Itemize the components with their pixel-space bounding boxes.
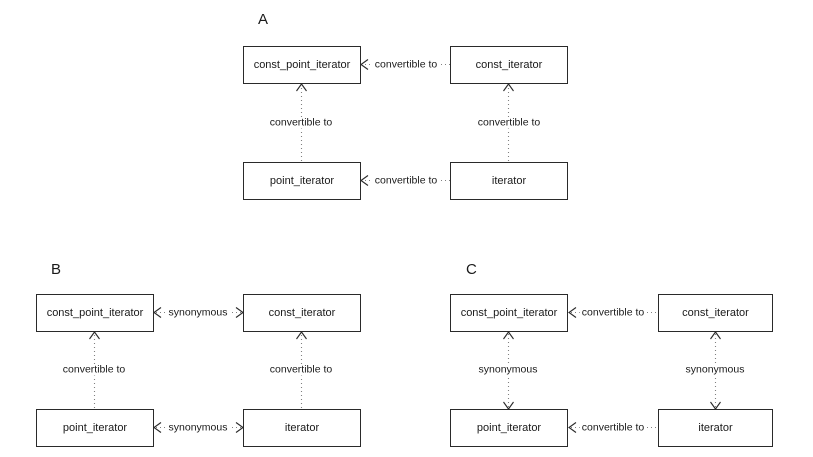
node-label: point_iterator: [476, 422, 542, 434]
node-label: const_point_iterator: [253, 59, 351, 71]
node-label: const_point_iterator: [460, 307, 558, 319]
node-a-iterator[interactable]: iterator: [450, 162, 568, 200]
node-b-iterator[interactable]: iterator: [243, 409, 361, 447]
node-label: const_iterator: [268, 307, 336, 319]
edge-label-a-left-vertical: convertible to: [267, 116, 335, 129]
node-b-point-iterator[interactable]: point_iterator: [36, 409, 154, 447]
node-label: const_iterator: [682, 307, 749, 319]
edge-label-c-left-vertical: synonymous: [476, 363, 540, 376]
edge-label-b-top-horizontal: synonymous: [166, 306, 230, 319]
edge-label-c-bottom-horizontal: convertible to: [579, 421, 647, 434]
node-c-const-iterator[interactable]: const_iterator: [658, 294, 773, 332]
node-label: iterator: [698, 422, 733, 434]
edge-label-b-left-vertical: convertible to: [60, 363, 128, 376]
node-label: point_iterator: [269, 175, 335, 187]
node-c-const-point-iterator[interactable]: const_point_iterator: [450, 294, 568, 332]
node-label: point_iterator: [62, 422, 128, 434]
node-c-point-iterator[interactable]: point_iterator: [450, 409, 568, 447]
edge-label-c-top-horizontal: convertible to: [579, 306, 647, 319]
edge-label-b-bottom-horizontal: synonymous: [166, 421, 230, 434]
edge-label-a-right-vertical: convertible to: [475, 116, 543, 129]
node-a-point-iterator[interactable]: point_iterator: [243, 162, 361, 200]
panel-label-c: C: [466, 261, 478, 278]
node-label: const_iterator: [475, 59, 543, 71]
edge-label-b-right-vertical: convertible to: [267, 363, 335, 376]
edge-label-a-bottom-horizontal: convertible to: [372, 174, 440, 187]
panel-label-b: B: [51, 261, 62, 278]
edge-label-c-right-vertical: synonymous: [683, 363, 747, 376]
edge-label-a-top-horizontal: convertible to: [372, 58, 440, 71]
node-label: iterator: [284, 422, 320, 434]
node-label: iterator: [491, 175, 527, 187]
panel-label-a: A: [258, 11, 269, 28]
node-label: const_point_iterator: [46, 307, 144, 319]
node-a-const-point-iterator[interactable]: const_point_iterator: [243, 46, 361, 84]
node-b-const-iterator[interactable]: const_iterator: [243, 294, 361, 332]
node-a-const-iterator[interactable]: const_iterator: [450, 46, 568, 84]
node-c-iterator[interactable]: iterator: [658, 409, 773, 447]
node-b-const-point-iterator[interactable]: const_point_iterator: [36, 294, 154, 332]
